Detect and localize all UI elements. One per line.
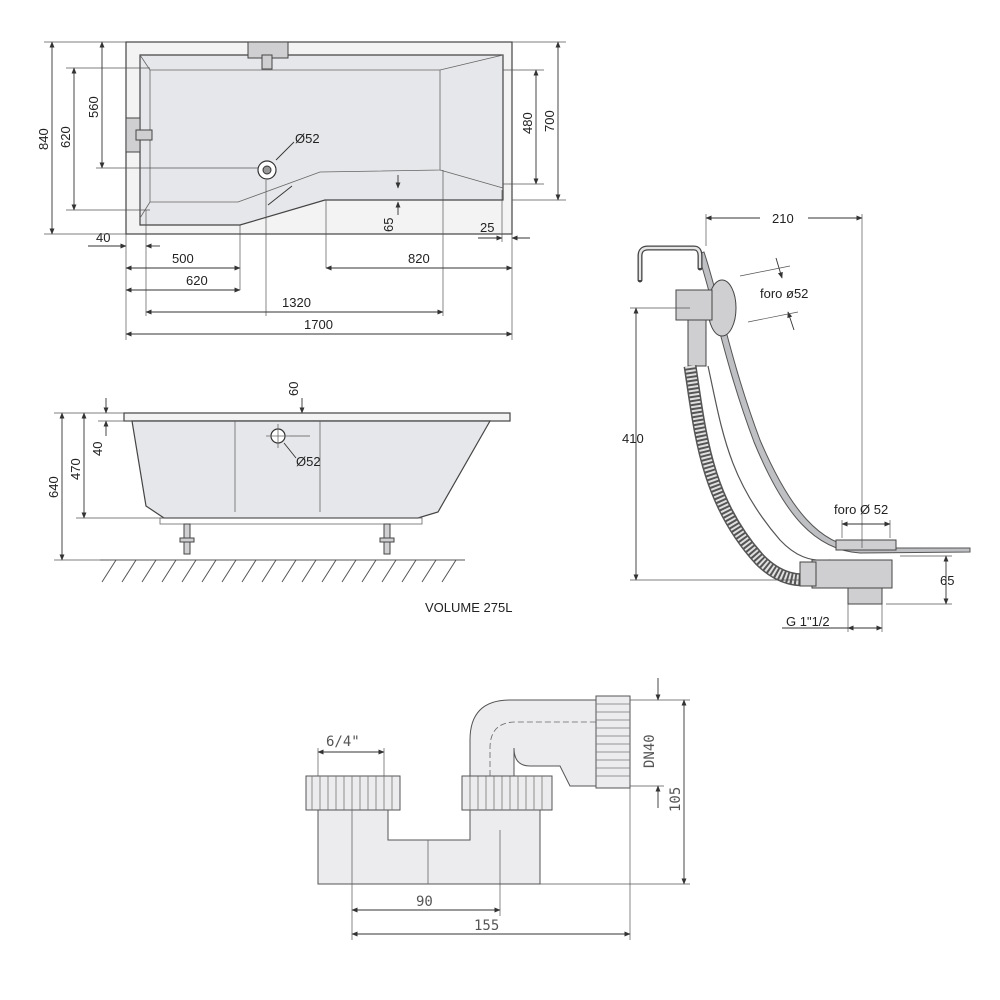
dim-500: 500 <box>172 251 194 266</box>
dim-480: 480 <box>520 112 535 134</box>
dim-65-waste: 65 <box>940 573 954 588</box>
overflow-hose <box>683 364 815 587</box>
dim-700: 700 <box>542 110 557 132</box>
trap-body <box>317 809 541 885</box>
dim-90: 90 <box>416 894 433 910</box>
drain-diameter-label: Ø52 <box>295 131 320 146</box>
dim-40-rim: 40 <box>90 442 105 456</box>
dim-620-vertical: 620 <box>58 126 73 148</box>
dim-640: 640 <box>46 476 61 498</box>
dim-820: 820 <box>408 251 430 266</box>
overflow-diameter-label: Ø52 <box>296 454 321 469</box>
thread-label: G 1"1/2 <box>786 614 830 629</box>
side-rim <box>123 412 511 422</box>
plan-right-vertical-dimensions: 700 480 <box>503 41 566 201</box>
waste-overflow-view: 210 410 65 foro ø52 foro Ø 52 G 1"1/2 <box>622 211 971 632</box>
floor-hatch <box>101 559 457 583</box>
overflow-hole-label: foro ø52 <box>760 286 808 301</box>
dim-620-horizontal: 620 <box>186 273 208 288</box>
dim-1320: 1320 <box>282 295 311 310</box>
overflow-lever <box>637 245 703 283</box>
tub-wall-section <box>697 251 971 554</box>
svg-text:65: 65 <box>381 218 396 232</box>
dim-40: 40 <box>96 230 110 245</box>
trap-elbow <box>469 699 601 787</box>
bathtub-basin <box>139 54 504 226</box>
dim-410: 410 <box>622 431 644 446</box>
dim-210: 210 <box>772 211 794 226</box>
drain-hole-label: foro Ø 52 <box>834 502 888 517</box>
dim-6-4-thread: 6/4" <box>326 734 360 750</box>
dim-105: 105 <box>668 787 684 812</box>
dim-470: 470 <box>68 458 83 480</box>
dim-560: 560 <box>86 96 101 118</box>
trap-view: 6/4" DN40 105 90 155 <box>305 678 690 940</box>
drain-body <box>811 559 893 589</box>
side-body <box>131 420 492 519</box>
right-inlet-nut <box>461 775 553 811</box>
dim-155: 155 <box>474 918 499 934</box>
plan-left-vertical-dimensions: 840 620 560 <box>36 41 258 235</box>
dim-dn40: DN40 <box>642 734 658 768</box>
dim-65-plan: 65 <box>381 175 401 232</box>
dim-840: 840 <box>36 128 51 150</box>
dim-1700: 1700 <box>304 317 333 332</box>
plan-view: 40 500 820 620 1320 1700 25 65 <box>36 41 566 340</box>
side-view: 640 470 40 60 Ø52 VOLUME 275L <box>46 382 512 615</box>
dim-60: 60 <box>286 382 301 396</box>
volume-label: VOLUME 275L <box>425 600 512 615</box>
dn40-nut <box>595 695 631 789</box>
dim-25: 25 <box>480 220 494 235</box>
